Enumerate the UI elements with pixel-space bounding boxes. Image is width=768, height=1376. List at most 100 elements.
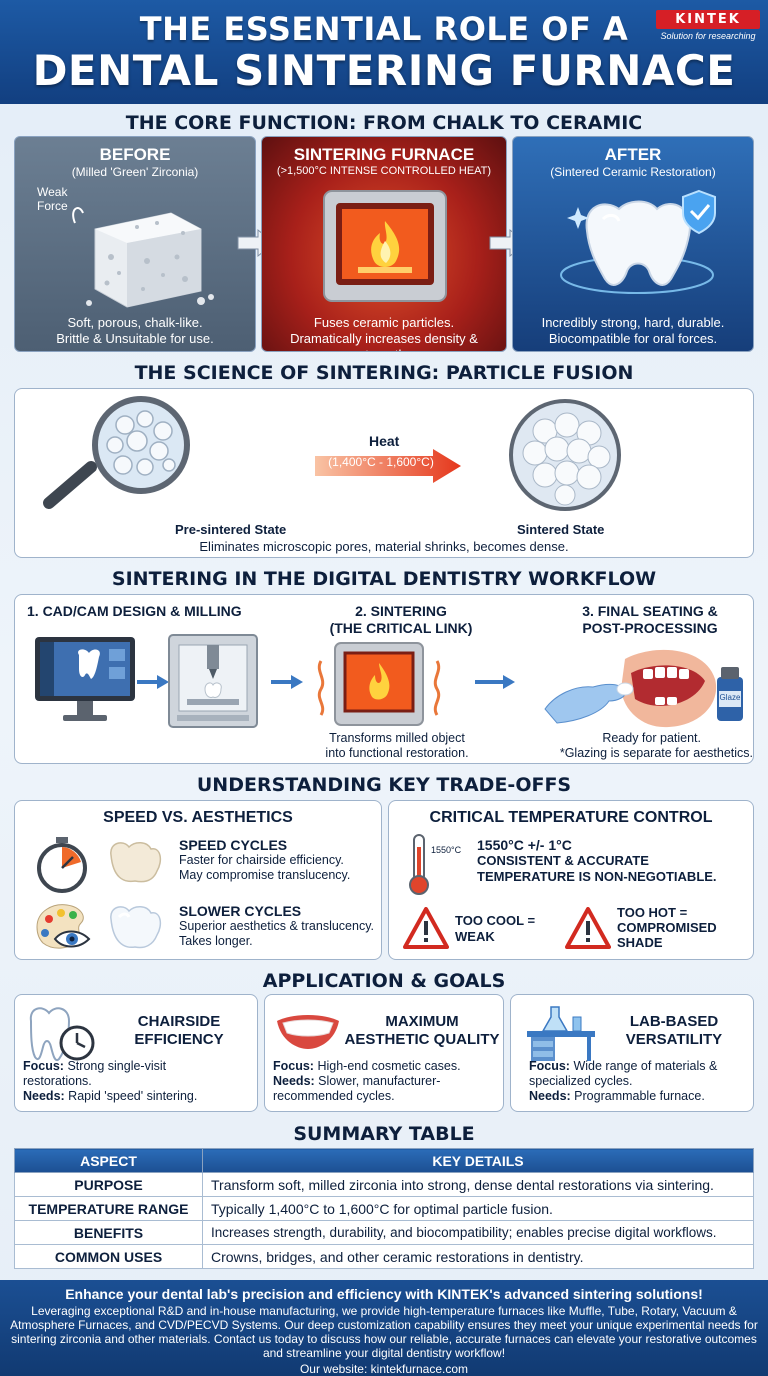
too-cool-label: TOO COOL = WEAK bbox=[455, 913, 536, 944]
lab-card: LAB-BASED VERSATILITY Focus: Wide range … bbox=[510, 994, 754, 1112]
table-cell-details: Crowns, bridges, and other ceramic resto… bbox=[202, 1244, 754, 1269]
zirconia-block-icon bbox=[72, 207, 214, 308]
furnace-description: Fuses ceramic particles. Dramatically in… bbox=[290, 315, 478, 351]
core-section-title: THE CORE FUNCTION: FROM CHALK TO CERAMIC bbox=[125, 112, 643, 134]
table-cell-aspect: PURPOSE bbox=[14, 1172, 203, 1197]
sintered-label: Sintered State bbox=[517, 522, 605, 537]
title-line-2: DENTAL SINTERING FURNACE bbox=[32, 46, 736, 95]
table-cell-aspect: COMMON USES bbox=[14, 1244, 203, 1269]
speed-vs-aesthetics-card: SPEED VS. AESTHETICS SPEED CYCLES Faster… bbox=[14, 800, 382, 960]
workflow-card: 1. CAD/CAM DESIGN & MILLING 2. SINTERING… bbox=[14, 594, 754, 764]
header-banner: THE ESSENTIAL ROLE OF A DENTAL SINTERING… bbox=[0, 0, 768, 104]
chairside-card: CHAIRSIDE EFFICIENCY Focus: Strong singl… bbox=[14, 994, 258, 1112]
logo-text: KINTEK bbox=[656, 10, 760, 29]
table-cell-aspect: BENEFITS bbox=[14, 1220, 203, 1245]
magnifier-icon bbox=[43, 396, 190, 509]
after-panel: AFTER (Sintered Ceramic Restoration) Inc… bbox=[512, 136, 754, 352]
table-cell-aspect: TEMPERATURE RANGE bbox=[14, 1196, 203, 1221]
after-description: Incredibly strong, hard, durable. Biocom… bbox=[541, 315, 725, 346]
arrow-right-icon bbox=[137, 675, 169, 689]
science-card: Heat (1,400°C - 1,600°C) Pre-sintered St… bbox=[14, 388, 754, 558]
chairside-title: CHAIRSIDE EFFICIENCY bbox=[134, 1013, 224, 1048]
footer-body: Leveraging exceptional R&D and in-house … bbox=[10, 1304, 758, 1360]
lab-title: LAB-BASED VERSATILITY bbox=[625, 1013, 723, 1048]
aesthetic-card: MAXIMUM AESTHETIC QUALITY Focus: High-en… bbox=[264, 994, 504, 1112]
apps-section-title: APPLICATION & GOALS bbox=[262, 970, 506, 992]
after-title: AFTER bbox=[604, 145, 662, 164]
lab-details: Focus: Wide range of materials & special… bbox=[529, 1059, 718, 1103]
patient-mouth-icon bbox=[544, 649, 743, 728]
furnace-panel: SINTERING FURNACE (>1,500°C INTENSE CONT… bbox=[261, 136, 507, 352]
footer-headline: Enhance your dental lab's precision and … bbox=[65, 1286, 703, 1302]
temperature-control-card: CRITICAL TEMPERATURE CONTROL 1550°C 1550… bbox=[388, 800, 754, 960]
logo-tagline: Solution for researching bbox=[660, 31, 756, 41]
temp-card-title: CRITICAL TEMPERATURE CONTROL bbox=[429, 809, 713, 826]
table-row: COMMON USES Crowns, bridges, and other c… bbox=[14, 1244, 754, 1269]
table-cell-details: Typically 1,400°C to 1,600°C for optimal… bbox=[202, 1196, 754, 1221]
slower-cycles-block: SLOWER CYCLES Superior aesthetics & tran… bbox=[179, 903, 375, 948]
arrow-right-icon bbox=[475, 675, 515, 689]
milling-machine-icon bbox=[168, 634, 258, 728]
pre-sintered-label: Pre-sintered State bbox=[175, 522, 287, 537]
sintered-particles-icon bbox=[509, 399, 621, 511]
weak-force-label: Weak Force bbox=[37, 185, 68, 213]
glaze-bottle-label: Glaze bbox=[719, 693, 741, 702]
translucent-crown-icon bbox=[110, 906, 162, 949]
smile-icon bbox=[277, 1015, 339, 1049]
table-row: PURPOSE Transform soft, milled zirconia … bbox=[14, 1172, 754, 1197]
before-title: BEFORE bbox=[99, 145, 171, 164]
aesthetic-details: Focus: High-end cosmetic cases. Needs: S… bbox=[273, 1059, 461, 1103]
tooth-crown-icon bbox=[560, 189, 716, 294]
footer-website-link[interactable]: Our website: kintekfurnace.com bbox=[299, 1362, 469, 1376]
kintek-logo[interactable]: KINTEK Solution for researching bbox=[656, 10, 760, 41]
step3-description: Ready for patient. *Glazing is separate … bbox=[559, 731, 753, 760]
opaque-crown-icon bbox=[110, 842, 162, 883]
speed-card-title: SPEED VS. AESTHETICS bbox=[103, 809, 293, 826]
lab-bench-icon bbox=[527, 1006, 595, 1061]
computer-monitor-icon bbox=[35, 637, 135, 721]
heat-arrow-icon bbox=[315, 449, 461, 483]
tradeoffs-section-title: UNDERSTANDING KEY TRADE-OFFS bbox=[196, 774, 572, 796]
thermometer-icon bbox=[409, 834, 429, 895]
step1-label: 1. CAD/CAM DESIGN & MILLING bbox=[27, 603, 242, 619]
title-line-1: THE ESSENTIAL ROLE OF A bbox=[139, 10, 629, 48]
warning-icon bbox=[565, 907, 611, 949]
column-header: KEY DETAILS bbox=[202, 1148, 754, 1173]
footer-banner: Enhance your dental lab's precision and … bbox=[0, 1280, 768, 1376]
heat-label: Heat bbox=[369, 433, 400, 449]
before-subtitle: (Milled 'Green' Zirconia) bbox=[71, 165, 199, 179]
heat-range-label: (1,400°C - 1,600°C) bbox=[328, 455, 434, 469]
arrow-right-icon bbox=[271, 675, 303, 689]
step2-label: 2. SINTERING (THE CRITICAL LINK) bbox=[329, 603, 473, 636]
too-hot-label: TOO HOT = COMPROMISED SHADE bbox=[617, 905, 717, 950]
palette-eye-icon bbox=[36, 904, 91, 949]
speed-cycles-block: SPEED CYCLES Faster for chairside effici… bbox=[179, 837, 351, 882]
chairside-details: Focus: Strong single-visit restorations.… bbox=[23, 1059, 198, 1103]
step3-label: 3. FINAL SEATING & POST-PROCESSING bbox=[582, 603, 718, 636]
summary-section-title: SUMMARY TABLE bbox=[293, 1123, 475, 1145]
aesthetic-title: MAXIMUM AESTHETIC QUALITY bbox=[344, 1013, 500, 1048]
science-section-title: THE SCIENCE OF SINTERING: PARTICLE FUSIO… bbox=[134, 362, 634, 384]
table-row: TEMPERATURE RANGE Typically 1,400°C to 1… bbox=[14, 1196, 754, 1221]
temp-spec-block: 1550°C +/- 1°C CONSISTENT & ACCURATE TEM… bbox=[477, 837, 717, 884]
after-subtitle: (Sintered Ceramic Restoration) bbox=[550, 165, 716, 179]
summary-table: ASPECT KEY DETAILS PURPOSE Transform sof… bbox=[14, 1148, 754, 1269]
before-description: Soft, porous, chalk-like. Brittle & Unsu… bbox=[56, 315, 214, 346]
table-row: BENEFITS Increases strength, durability,… bbox=[14, 1220, 754, 1245]
stopwatch-icon bbox=[37, 837, 87, 893]
science-caption: Eliminates microscopic pores, material s… bbox=[199, 539, 569, 554]
before-panel: BEFORE (Milled 'Green' Zirconia) Weak Fo… bbox=[14, 136, 256, 352]
furnace-title: SINTERING FURNACE bbox=[293, 145, 475, 164]
workflow-section-title: SINTERING IN THE DIGITAL DENTISTRY WORKF… bbox=[111, 568, 657, 590]
thermometer-reading: 1550°C bbox=[431, 845, 462, 855]
step2-description: Transforms milled object into functional… bbox=[325, 731, 469, 760]
table-cell-details: Increases strength, durability, and bioc… bbox=[202, 1220, 754, 1245]
furnace-subtitle: (>1,500°C INTENSE CONTROLLED HEAT) bbox=[276, 165, 492, 177]
warning-icon bbox=[403, 907, 449, 949]
furnace-icon bbox=[317, 642, 441, 726]
table-cell-details: Transform soft, milled zirconia into str… bbox=[202, 1172, 754, 1197]
furnace-icon bbox=[323, 190, 447, 302]
column-header: ASPECT bbox=[14, 1148, 203, 1173]
table-header-row: ASPECT KEY DETAILS bbox=[14, 1148, 754, 1173]
